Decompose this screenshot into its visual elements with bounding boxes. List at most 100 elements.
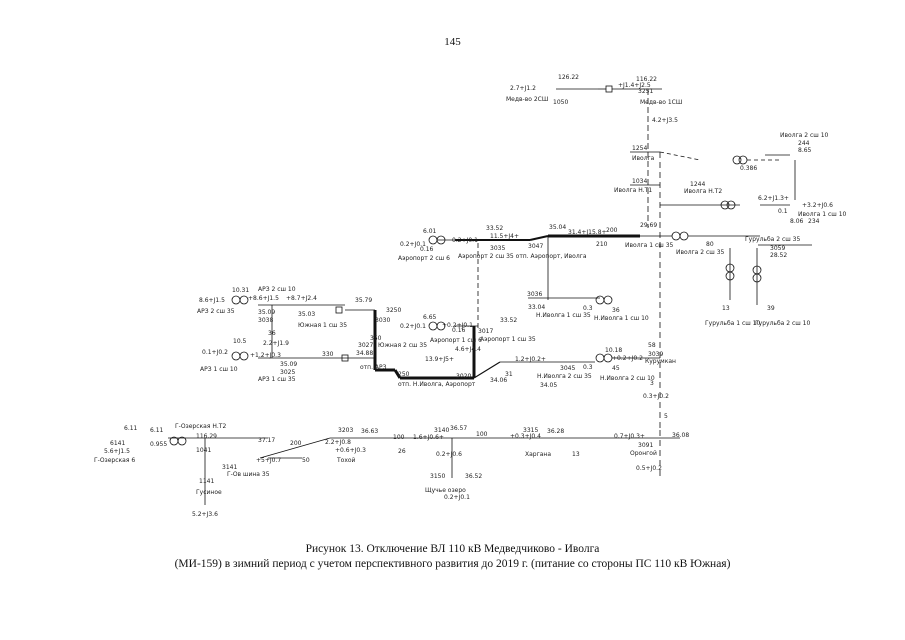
diagram-label: 10.18	[605, 347, 622, 354]
diagram-label: 0.16	[420, 246, 434, 253]
diagram-label: 35.04	[549, 224, 566, 231]
diagram-label: 1244	[690, 181, 705, 188]
diagram-label: 8.65	[798, 147, 812, 154]
diagram-label: 34.05	[540, 382, 557, 389]
diagram-label: 36	[612, 307, 620, 314]
diagram-label: 0.7+J0.3+	[614, 433, 645, 440]
diagram-label: 210	[596, 241, 608, 248]
diagram-label: 0.386	[740, 165, 757, 172]
diagram-label: 100	[476, 431, 488, 438]
diagram-label: Иволга 1 сш 35	[625, 242, 674, 249]
diagram-label: Н.Иволга 2 сш 35	[537, 373, 592, 380]
diagram-label: Г-Озерская 6	[94, 457, 135, 464]
diagram-label: 116.22	[636, 76, 657, 83]
diagram-label: Гурульба 2 сш 35	[745, 236, 800, 243]
diagram-label: 58	[648, 342, 656, 349]
diagram-label: 10.31	[232, 287, 249, 294]
diagram-label: 6.11	[150, 427, 164, 434]
diagram-label: 36.57	[450, 425, 467, 432]
diagram-label: 3047	[528, 243, 543, 250]
diagram-label: 1.2+J0.2+	[515, 356, 546, 363]
diagram-label: 6.2+J1.3+	[758, 195, 789, 202]
diagram-label: 0.2+J0.1	[452, 237, 478, 244]
diagram-label: Иволга 2 сш 35	[676, 249, 725, 256]
diagram-label: 8.06	[790, 218, 804, 225]
diagram-label: 3027	[358, 342, 373, 349]
diagram-label: 33.52	[500, 317, 517, 324]
diagram-label: 3150	[430, 473, 445, 480]
diagram-label: 6.65	[423, 314, 437, 321]
diagram-label: 100	[393, 434, 405, 441]
diagram-label: 3203	[338, 427, 353, 434]
diagram-label: 28.52	[770, 252, 787, 259]
diagram-label: 36.28	[547, 428, 564, 435]
diagram-label: Г-Озерская Н.Т2	[175, 423, 226, 430]
diagram-label: 3059	[770, 245, 785, 252]
diagram-label: 33.04	[528, 304, 545, 311]
diagram-label: 5	[664, 413, 668, 420]
diagram-label: +0.6+J0.3	[335, 447, 366, 454]
diagram-label: 35.03	[298, 311, 315, 318]
diagram-label: 29.69	[640, 222, 657, 229]
diagram-label: 5.2+J3.6	[192, 511, 218, 518]
diagram-label: Гусиное	[196, 489, 222, 496]
diagram-label: +J1.4+J2.5	[618, 82, 651, 89]
diagram-label: 2.2+J1.9	[263, 340, 289, 347]
page-number: 145	[444, 36, 461, 48]
diagram-label: 350	[370, 335, 382, 342]
diagram-label: 3140	[434, 427, 449, 434]
diagram-label: АРЗ 1 сш 10	[200, 366, 238, 373]
diagram-label: 36.52	[465, 473, 482, 480]
diagram-label: 3025	[280, 369, 295, 376]
diagram-label: Н.Иволга 1 сш 35	[536, 312, 591, 319]
diagram-label: 36.63	[361, 428, 378, 435]
diagram-label: Аэропорт 1 сш 6	[430, 337, 482, 344]
diagram-label: 13.9+J5+	[425, 356, 454, 363]
diagram-label: 2.2+J0.8	[325, 439, 351, 446]
diagram-label: 0.1	[778, 208, 788, 215]
diagram-label: +0.2+J0.2	[612, 355, 643, 362]
diagram-labels: 126.22 2.7+J1.2 Медв-во 2СШ 1050 +J1.4+J…	[94, 74, 847, 518]
diagram-label: +1.2+J0.3	[250, 352, 281, 359]
diagram-label: 3038	[258, 317, 273, 324]
diagram-label: Южная 2 сш 35	[378, 342, 427, 349]
diagram-label: 116.29	[196, 433, 217, 440]
diagram-label: 0.16	[452, 327, 466, 334]
diagram-label: 36.08	[672, 432, 689, 439]
diagram-label: Аэропорт 2 сш 6	[398, 255, 450, 262]
diagram-label: 1141	[199, 478, 214, 485]
diagram-label: 0.955	[150, 441, 167, 448]
diagram-label: 37.17	[258, 437, 275, 444]
diagram-label: 0.1+J0.2	[202, 349, 228, 356]
diagram-label: Гурульба 2 сш 10	[755, 320, 810, 327]
diagram-label: 0.3	[583, 305, 593, 312]
diagram-label: 3030	[375, 317, 390, 324]
diagram-label: 200	[606, 227, 618, 234]
diagram-label: 3251	[638, 88, 653, 95]
diagram-label: 35.09	[258, 309, 275, 316]
diagram-label: 31	[505, 371, 513, 378]
diagram-label: Иволга 2 сш 10	[780, 132, 829, 139]
diagram-label: 4.6+J4.4	[455, 346, 481, 353]
diagram-label: 250	[398, 371, 410, 378]
diagram-label: Тохой	[336, 457, 356, 464]
diagram-label: 3	[650, 380, 654, 387]
diagram-label: 3036	[527, 291, 542, 298]
diagram-label: АРЗ 2 сш 35	[197, 308, 235, 315]
diagram-label: 0.2+J0.1	[400, 241, 426, 248]
diagram-label: +8.6+J1.5	[248, 295, 279, 302]
diagram-label: 0.5+J0.2	[636, 465, 662, 472]
diagram-label: 50	[302, 457, 310, 464]
diagram-label: АРЗ 1 сш 35	[258, 376, 296, 383]
diagram-label: +5+J0.7	[256, 457, 281, 464]
diagram-label: 33.52	[486, 225, 503, 232]
diagram-label: Н.Иволга 2 сш 10	[600, 375, 655, 382]
diagram-label: 0.3	[583, 364, 593, 371]
diagram-label: 5.6+J1.5	[104, 448, 130, 455]
diagram-label: Аэропорт 2 сш 35 отп. Аэропорт, Иволга	[458, 253, 587, 260]
diagram-label: Гурульба 1 сш 10	[705, 320, 760, 327]
figure-caption-line-1: Рисунок 13. Отключение ВЛ 110 кВ Медведч…	[305, 543, 600, 555]
diagram-label: 1041	[196, 447, 211, 454]
diagram-label: 3315	[523, 427, 538, 434]
diagram-label: 0.2+J0.6	[436, 451, 462, 458]
